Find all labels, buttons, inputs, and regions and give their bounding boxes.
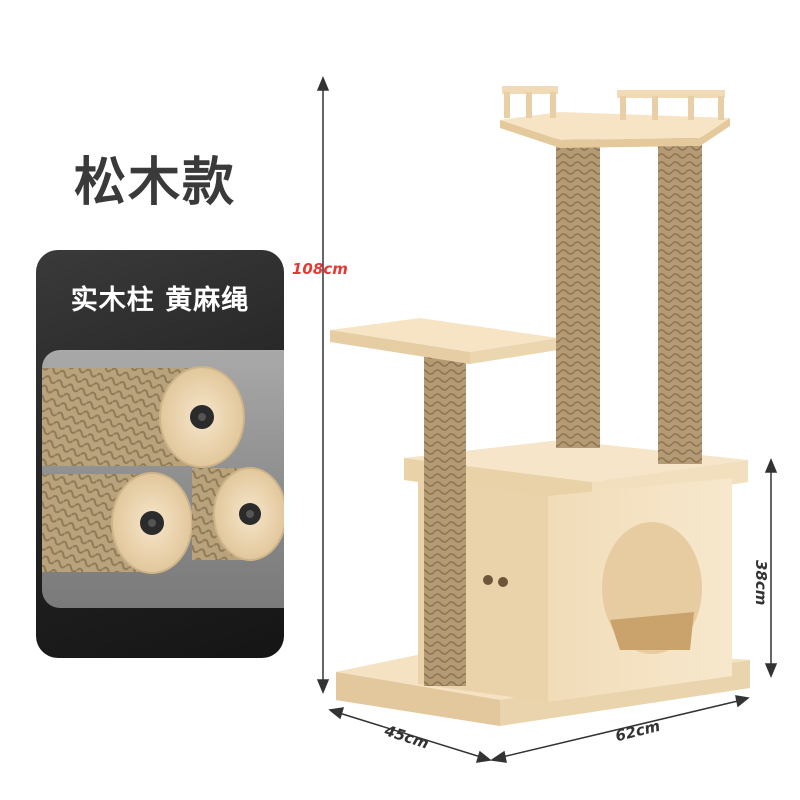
box-height-dimension-arrow	[764, 458, 778, 678]
height-label: 108cm	[292, 260, 348, 278]
short-scratching-post	[424, 352, 466, 686]
feature-card-image	[42, 350, 284, 608]
depth-dimension-arrow	[328, 707, 492, 763]
feature-card-title: 实木柱 黄麻绳	[70, 285, 250, 316]
feature-card: 实木柱 黄麻绳	[36, 250, 284, 658]
tall-scratching-post-right	[658, 128, 702, 464]
page-title: 松木款	[74, 153, 237, 213]
middle-platform	[330, 318, 558, 364]
box-height-label: 38cm	[752, 560, 770, 606]
box-side-hole	[483, 575, 493, 585]
rope-post-illustration	[42, 366, 284, 574]
height-dimension-arrow	[316, 76, 330, 694]
top-platform	[500, 86, 730, 148]
width-dimension-arrow	[489, 695, 750, 763]
tall-scratching-post-left	[556, 128, 600, 448]
